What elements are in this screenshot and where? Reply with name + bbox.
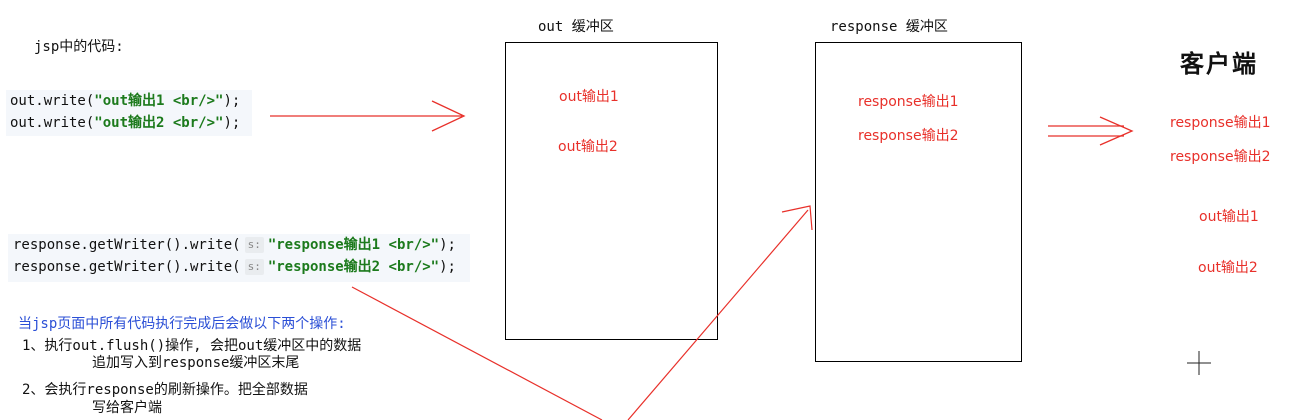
arrow-buffer-to-client bbox=[1048, 116, 1134, 146]
code-line-response-2: response.getWriter().write(s:"response输出… bbox=[13, 259, 456, 275]
notes-heading: 当jsp页面中所有代码执行完成后会做以下两个操作: bbox=[18, 316, 346, 332]
response-code-block: response.getWriter().write(s:"response输出… bbox=[8, 234, 470, 282]
notes-step2-line1: 2、会执行response的刷新操作。把全部数据 bbox=[22, 382, 308, 398]
client-item-1: response输出1 bbox=[1170, 115, 1271, 131]
code-line-out-1: out.write("out输出1 <br/>"); bbox=[10, 93, 241, 109]
out-buffer-item-1: out输出1 bbox=[559, 89, 619, 105]
code-line-out-2: out.write("out输出2 <br/>"); bbox=[10, 115, 241, 131]
arrow-response-to-buffer bbox=[351, 205, 813, 420]
out-buffer-item-2: out输出2 bbox=[558, 139, 618, 155]
out-code-block: out.write("out输出1 <br/>"); out.write("ou… bbox=[6, 90, 252, 136]
notes-step1-line2: 追加写入到response缓冲区末尾 bbox=[92, 355, 300, 371]
client-item-4: out输出2 bbox=[1198, 260, 1258, 276]
client-item-2: response输出2 bbox=[1170, 149, 1271, 165]
out-buffer-box bbox=[505, 42, 718, 340]
crosshair-cursor-icon bbox=[1187, 351, 1211, 375]
response-buffer-item-1: response输出1 bbox=[858, 94, 959, 110]
client-title: 客户端 bbox=[1180, 49, 1258, 78]
response-buffer-title: response 缓冲区 bbox=[830, 19, 948, 35]
response-buffer-box bbox=[815, 42, 1022, 362]
jsp-code-label: jsp中的代码: bbox=[34, 39, 124, 55]
notes-step1-line1: 1、执行out.flush()操作, 会把out缓冲区中的数据 bbox=[22, 338, 362, 354]
code-line-response-1: response.getWriter().write(s:"response输出… bbox=[13, 237, 456, 253]
out-buffer-title: out 缓冲区 bbox=[538, 19, 614, 35]
response-buffer-item-2: response输出2 bbox=[858, 128, 959, 144]
arrow-out-to-buffer bbox=[270, 100, 466, 132]
notes-step2-line2: 写给客户端 bbox=[92, 400, 162, 416]
client-item-3: out输出1 bbox=[1199, 209, 1259, 225]
